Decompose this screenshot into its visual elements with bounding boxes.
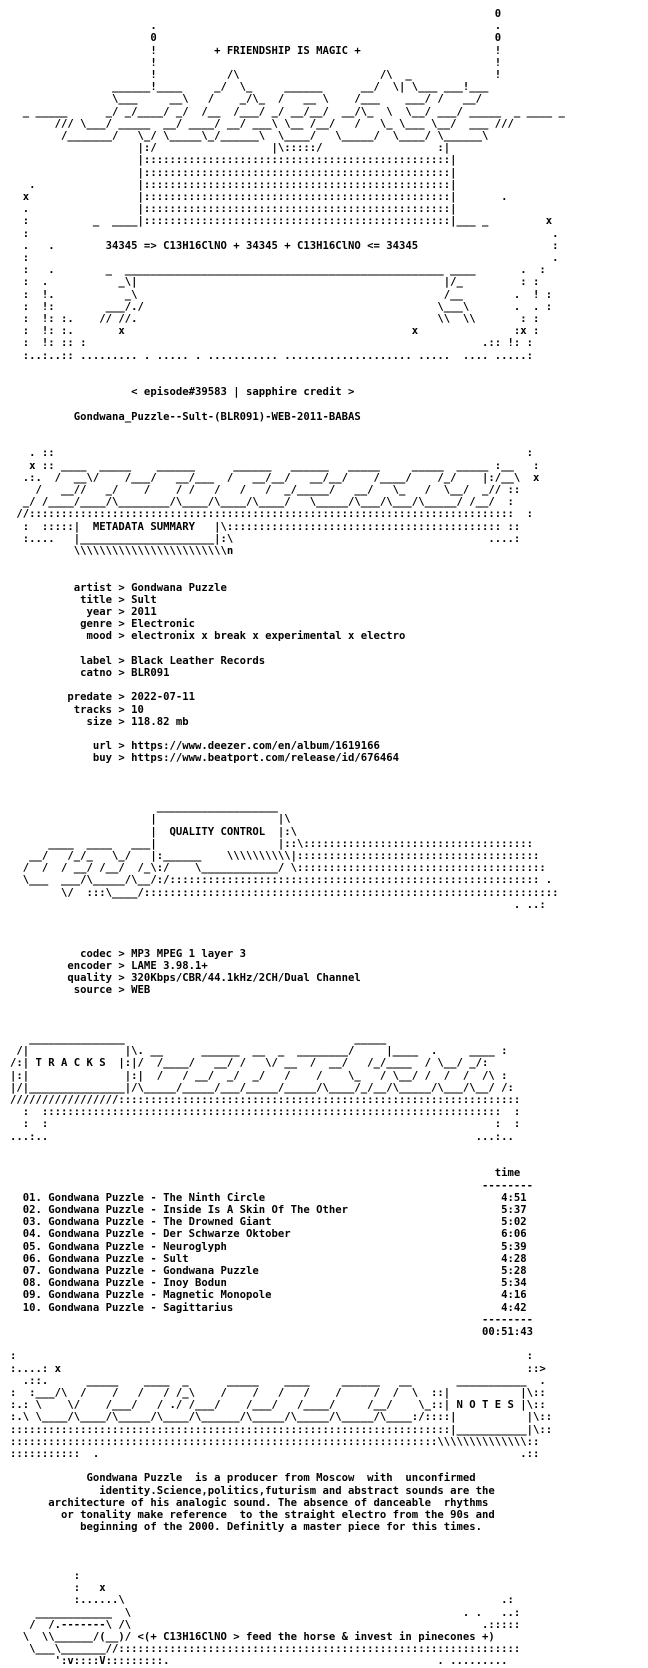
nfo-page: 0 . . 0 0 ! + FRIENDSH [10, 8, 565, 1668]
nfo-ascii-document: 0 . . 0 0 ! + FRIENDSH [10, 8, 565, 1668]
